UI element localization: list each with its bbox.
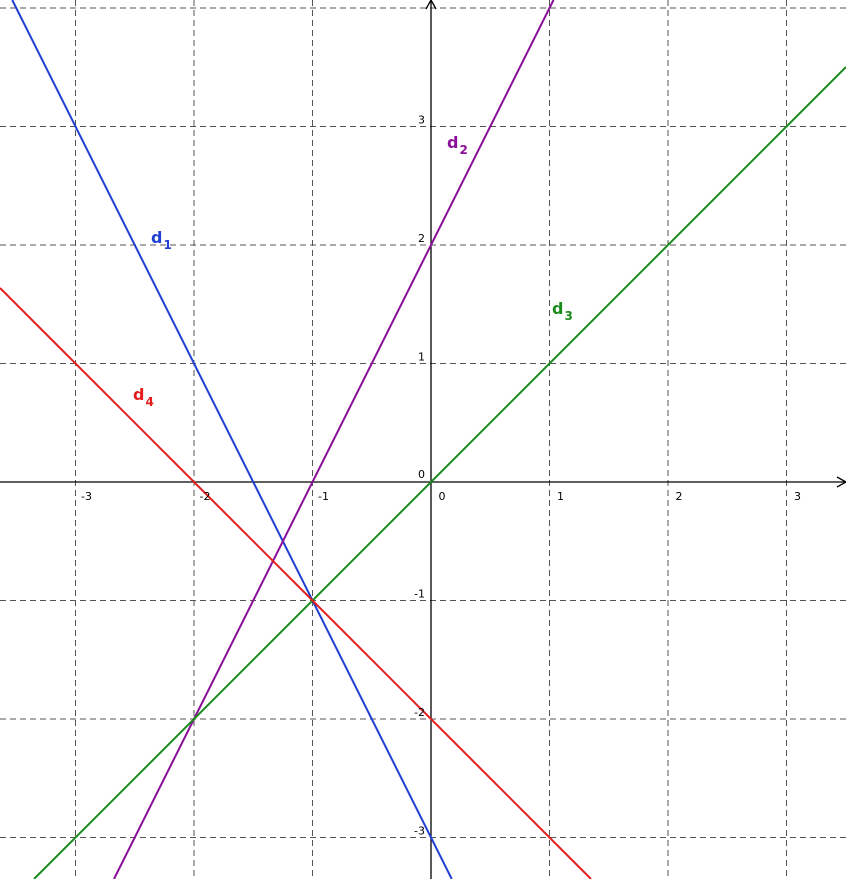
series-label-d1: d1	[151, 228, 172, 252]
series-label-d2: d2	[447, 133, 468, 157]
y-tick-label: 2	[418, 232, 425, 245]
tick-labels: -3 -2 -1 0 1 2 3 -3 -2 -1 0 1 2 3	[81, 114, 801, 838]
series-label-d3: d3	[552, 299, 573, 323]
series-line-d2	[113, 0, 555, 879]
series-labels: d1 d2 d3 d4	[133, 133, 573, 409]
series-label-d4: d4	[133, 385, 154, 409]
y-tick-label: -3	[414, 825, 425, 838]
x-tick-label: -1	[318, 490, 329, 503]
x-axis-arrow-icon	[836, 476, 846, 488]
x-tick-label: -3	[81, 490, 92, 503]
x-tick-label: 2	[676, 490, 683, 503]
y-tick-label: 0	[418, 468, 425, 481]
x-tick-label: -2	[200, 490, 211, 503]
x-tick-label: 3	[794, 490, 801, 503]
y-tick-label: 1	[418, 351, 425, 364]
series-line-d3	[33, 66, 846, 879]
series-line-d1	[11, 0, 453, 879]
y-tick-label: -2	[414, 706, 425, 719]
x-tick-label: 1	[557, 490, 564, 503]
y-tick-label: -1	[414, 588, 425, 601]
x-tick-label: 0	[439, 490, 446, 503]
y-tick-label: 3	[418, 114, 425, 127]
series-line-d4	[0, 287, 592, 879]
y-axis-arrow-icon	[425, 0, 437, 10]
